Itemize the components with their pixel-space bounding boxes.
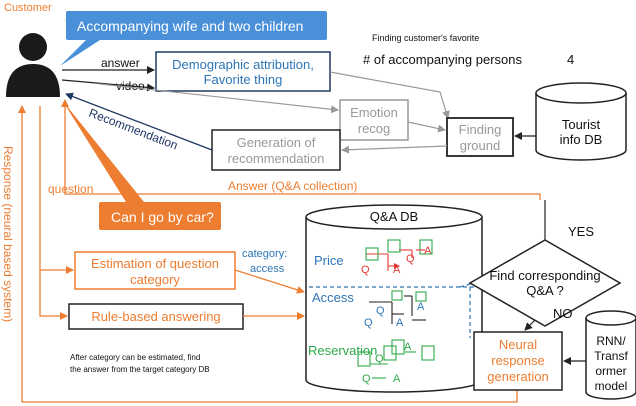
generation-text-1: Generation of <box>237 135 316 150</box>
favorite-value: 4 <box>567 52 574 67</box>
rnn-text-1: RNN/ <box>596 334 626 348</box>
estimation-text-1: Estimation of question <box>91 256 219 271</box>
video-to-emotion-line <box>99 83 339 114</box>
tourist-db-text-1: Tourist <box>562 117 601 132</box>
note-line-1: After category can be estimated, find <box>70 353 200 362</box>
price-q2: Q <box>406 253 415 265</box>
reservation-a2: A <box>404 341 412 353</box>
reservation-qa-tree <box>357 339 435 379</box>
favorite-item: # of accompanying persons <box>363 52 522 67</box>
demographic-text-2: Favorite thing <box>204 72 283 87</box>
decision-diamond <box>468 239 622 327</box>
tourist-db-text-2: info DB <box>560 132 603 147</box>
reservation-q2: Q <box>375 353 384 365</box>
answer-qa-label: Answer (Q&A collection) <box>228 179 357 193</box>
qa-db-title: Q&A DB <box>370 209 418 224</box>
price-a2: A <box>424 245 432 257</box>
decision-text-2: Q&A ? <box>526 283 564 298</box>
neural-box <box>473 331 563 391</box>
neural-text-3: generation <box>487 369 548 384</box>
qa-db-cylinder <box>305 204 483 393</box>
demographic-text-1: Demographic attribution, <box>172 57 314 72</box>
answer-label: answer <box>101 56 140 70</box>
emotion-box <box>339 99 409 141</box>
video-arrow <box>61 79 155 92</box>
companions-bubble-text: Accompanying wife and two children <box>77 18 303 34</box>
estimation-text-2: category <box>130 272 180 287</box>
customer-label: Customer <box>4 2 52 14</box>
emotion-text-1: Emotion <box>350 105 398 120</box>
question-bubble: Can I go by car? <box>62 100 221 230</box>
question-label: question <box>48 182 93 196</box>
response-side-label: Response (neural based system) <box>1 146 15 322</box>
access-q2: Q <box>376 305 385 317</box>
qa-section-access: Access <box>312 290 354 305</box>
question-bubble-text: Can I go by car? <box>111 209 214 225</box>
category-label-2: access <box>250 263 285 275</box>
rule-based-text: Rule-based answering <box>91 309 220 324</box>
access-qa-tree <box>369 290 427 324</box>
estimation-box <box>74 251 236 290</box>
recommendation-arrow <box>65 92 213 151</box>
price-q1: Q <box>361 264 370 276</box>
access-q1: Q <box>364 317 373 329</box>
favorite-header: Finding customer's favorite <box>372 33 479 43</box>
demographic-to-finding-arrow <box>329 71 450 119</box>
no-label: NO <box>553 306 573 321</box>
qa-section-reservation: Reservation <box>308 343 377 358</box>
neural-text-2: response <box>491 353 544 368</box>
rnn-model-db <box>585 310 636 400</box>
emotion-to-finding-arrow <box>407 121 446 133</box>
estimation-to-qadb-arrow <box>234 269 305 294</box>
rnn-text-3: ormer <box>595 364 626 378</box>
finding-text-1: Finding <box>459 122 502 137</box>
price-a1: A <box>393 264 401 276</box>
rnn-text-2: Transf <box>594 349 628 363</box>
reservation-a1: A <box>393 373 401 385</box>
rnn-text-4: model <box>595 379 628 393</box>
finding-text-2: ground <box>460 138 500 153</box>
qa-section-price: Price <box>314 253 344 268</box>
generation-box <box>211 129 341 171</box>
recommendation-label: Recommendation <box>87 106 180 153</box>
no-arrow <box>524 319 536 331</box>
access-a2: A <box>417 301 425 313</box>
reservation-q1: Q <box>362 373 371 385</box>
customer-icon <box>6 33 60 97</box>
price-qa-tree <box>365 239 433 271</box>
companions-bubble: Accompanying wife and two children <box>60 11 327 66</box>
finding-ground-box <box>446 117 514 157</box>
generation-text-2: recommendation <box>228 151 325 166</box>
decision-text-1: Find corresponding <box>489 268 600 283</box>
category-label-1: category: <box>242 248 287 260</box>
emotion-text-2: recog <box>358 121 391 136</box>
note-line-2: the answer from the target category DB <box>70 365 210 374</box>
yes-label: YES <box>568 224 594 239</box>
finding-to-generation-arrow <box>341 145 448 154</box>
question-flow-line <box>39 106 68 320</box>
answer-qa-line <box>61 99 541 200</box>
tourist-info-db <box>535 82 627 161</box>
access-a1: A <box>396 317 404 329</box>
neural-text-1: Neural <box>499 337 537 352</box>
demographic-box <box>155 51 331 92</box>
